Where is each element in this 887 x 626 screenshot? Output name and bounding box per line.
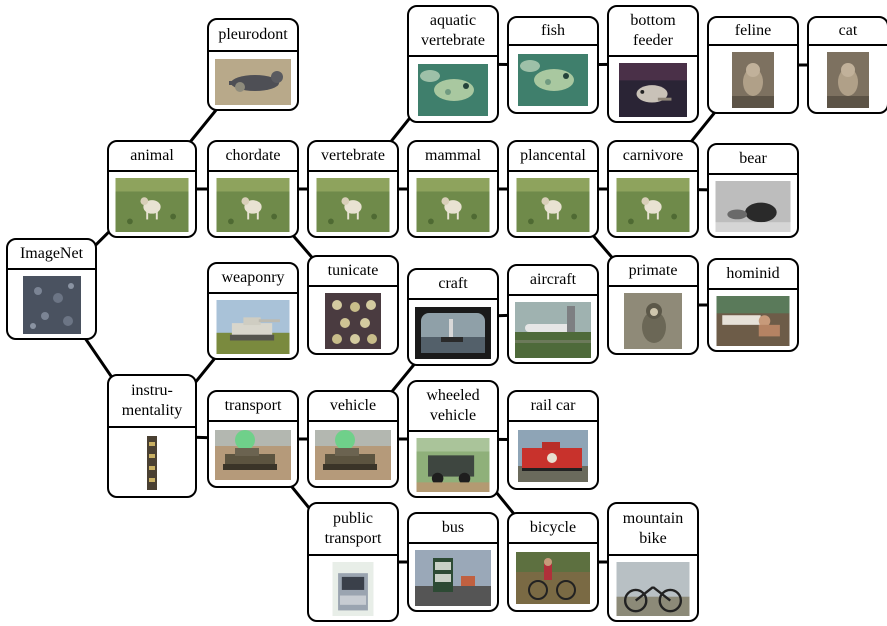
node-tunicate: tunicate: [307, 255, 399, 355]
node-craft: craft: [407, 268, 499, 366]
node-label: transport: [209, 392, 297, 422]
node-cat: cat: [807, 16, 887, 114]
node-weaponry: weaponry: [207, 262, 299, 360]
truck-photo-icon: [416, 438, 490, 492]
dog-on-grass-photo-icon: [416, 178, 490, 232]
node-label: bottom feeder: [609, 7, 697, 57]
tank-photo-icon: [216, 300, 290, 354]
node-carnivore: carnivore: [607, 140, 699, 238]
node-label: tunicate: [309, 257, 397, 287]
dark-texture-photo-icon: [22, 276, 81, 334]
node-label: aircraft: [509, 266, 597, 296]
node-label: primate: [609, 257, 697, 287]
node-label: cat: [809, 18, 887, 46]
cyclist-photo-icon: [516, 552, 590, 604]
node-bottom-feeder: bottom feeder: [607, 5, 699, 123]
node-imagenet: ImageNet: [6, 238, 97, 340]
node-bear: bear: [707, 143, 799, 238]
dog-on-grass-photo-icon: [216, 178, 290, 232]
node-label: carnivore: [609, 142, 697, 172]
node-transport: transport: [207, 390, 299, 488]
node-plancental: plancental: [507, 140, 599, 238]
bear-photo-icon: [715, 181, 791, 232]
node-hominid: hominid: [707, 258, 799, 352]
bus-photo-icon: [415, 550, 491, 606]
railcar-photo-icon: [518, 430, 588, 482]
airplane-photo-icon: [515, 302, 591, 358]
node-bicycle: bicycle: [507, 512, 599, 612]
node-pleurodont: pleurodont: [207, 18, 299, 111]
node-label: mammal: [409, 142, 497, 172]
node-vertebrate: vertebrate: [307, 140, 399, 238]
tank-smoke-photo-icon: [315, 430, 391, 480]
bottom-fish-photo-icon: [619, 63, 687, 117]
node-rail-car: rail car: [507, 390, 599, 490]
cat-photo-icon: [827, 52, 869, 108]
node-wheeled-vehicle: wheeled vehicle: [407, 380, 499, 498]
tunicate-photo-icon: [325, 293, 381, 349]
monkey-photo-icon: [624, 293, 682, 349]
person-photo-icon: [716, 296, 790, 346]
node-label: fish: [509, 18, 597, 46]
dog-on-grass-photo-icon: [115, 178, 189, 232]
node-chordate: chordate: [207, 140, 299, 238]
node-vehicle: vehicle: [307, 390, 399, 488]
node-instrumentality: instru- mentality: [107, 374, 197, 498]
node-label: craft: [409, 270, 497, 300]
node-primate: primate: [607, 255, 699, 355]
node-label: weaponry: [209, 264, 297, 294]
node-label: bus: [409, 514, 497, 544]
node-label: pleurodont: [209, 20, 297, 52]
node-label: bear: [709, 145, 797, 175]
node-bus: bus: [407, 512, 499, 612]
dog-on-grass-photo-icon: [516, 178, 590, 232]
cat-photo-icon: [732, 52, 774, 108]
node-label: hominid: [709, 260, 797, 290]
node-label: plancental: [509, 142, 597, 172]
tool-photo-icon: [141, 434, 163, 492]
crashed-bus-photo-icon: [332, 562, 374, 616]
boat-photo-icon: [415, 307, 491, 359]
node-label: vertebrate: [309, 142, 397, 172]
node-label: animal: [109, 142, 195, 172]
node-label: aquatic vertebrate: [409, 7, 497, 57]
node-fish: fish: [507, 16, 599, 114]
node-label: wheeled vehicle: [409, 382, 497, 432]
node-mammal: mammal: [407, 140, 499, 238]
node-label: vehicle: [309, 392, 397, 422]
node-label: public transport: [309, 504, 397, 556]
node-label: rail car: [509, 392, 597, 422]
node-public-transport: public transport: [307, 502, 399, 622]
lizard-photo-icon: [215, 58, 291, 105]
node-aquatic-vertebrate: aquatic vertebrate: [407, 5, 499, 123]
fish-photo-icon: [418, 64, 488, 116]
tank-smoke-photo-icon: [215, 430, 291, 480]
node-mountain-bike: mountain bike: [607, 502, 699, 622]
node-label: ImageNet: [8, 240, 95, 270]
node-label: feline: [709, 18, 797, 46]
node-feline: feline: [707, 16, 799, 114]
dog-on-grass-photo-icon: [316, 178, 390, 232]
node-aircraft: aircraft: [507, 264, 599, 364]
node-label: chordate: [209, 142, 297, 172]
fish-photo-icon: [518, 54, 588, 106]
node-label: instru- mentality: [109, 376, 195, 428]
node-animal: animal: [107, 140, 197, 238]
dog-on-grass-photo-icon: [616, 178, 690, 232]
mountain-bike-photo-icon: [616, 562, 690, 616]
node-label: bicycle: [509, 514, 597, 544]
node-label: mountain bike: [609, 504, 697, 556]
